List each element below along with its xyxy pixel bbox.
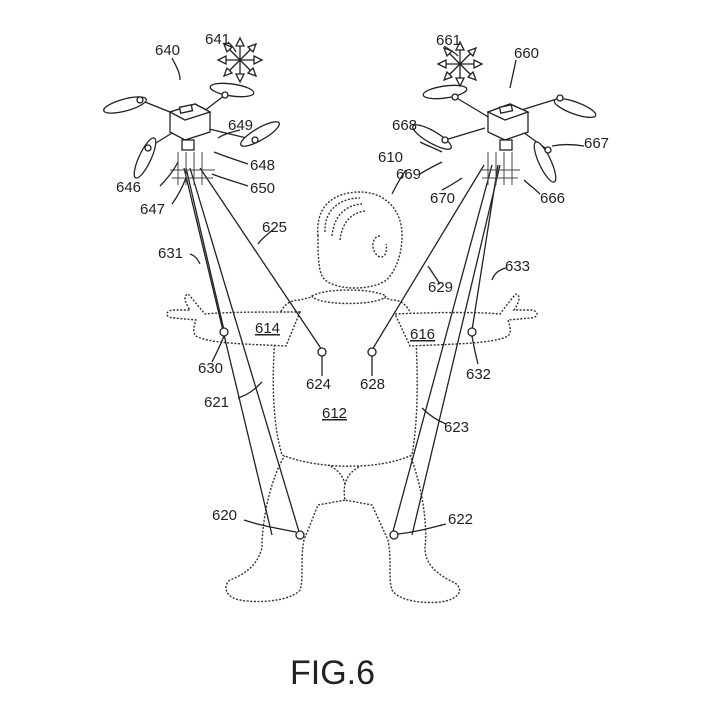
line-623 [391,164,493,536]
anchor-628 [367,347,377,357]
label-641: 641 [205,31,230,48]
anchor-points [219,327,477,540]
left-drone [103,82,280,185]
label-633: 633 [505,258,530,275]
line-631 [185,167,225,331]
label-649: 649 [228,117,253,134]
label-629: 629 [428,279,453,296]
line-621 [189,167,301,536]
label-614: 614 [255,320,280,337]
line-629 [371,164,485,351]
label-620: 620 [212,507,237,524]
left-arm [166,293,302,347]
label-668: 668 [392,117,417,134]
anchor-632 [467,327,477,337]
label-646: 646 [116,179,141,196]
label-650: 650 [250,180,275,197]
label-640: 640 [155,42,180,59]
anchor-622 [389,530,399,540]
right-arm [393,293,538,347]
figure-caption: FIG.6 [290,654,375,692]
person: 612 614 616 [166,191,538,604]
collar [311,289,387,305]
label-667: 667 [584,135,609,152]
hair [324,197,367,241]
head [317,191,403,289]
reference-labels: 640 641 649 648 650 646 647 625 631 630 … [116,31,609,528]
label-669: 669 [396,166,421,183]
line-625 [199,167,323,351]
label-628: 628 [360,376,385,393]
label-621: 621 [204,394,229,411]
anchor-620 [295,530,305,540]
label-625: 625 [262,219,287,236]
label-610: 610 [378,149,403,166]
label-660: 660 [514,45,539,62]
anchor-630 [219,327,229,337]
right-leg [343,454,461,604]
line-623b [411,164,501,536]
label-666: 666 [540,190,565,207]
ear [372,235,388,258]
label-647: 647 [140,201,165,218]
anchor-624 [317,347,327,357]
label-631: 631 [158,245,183,262]
label-616: 616 [410,326,435,343]
tether-lines [183,164,501,536]
left-leg [225,454,347,603]
label-632: 632 [466,366,491,383]
label-661: 661 [436,32,461,49]
label-612: 612 [322,405,347,422]
label-630: 630 [198,360,223,377]
line-621b [183,167,273,536]
right-drone [412,84,597,185]
compass-661 [436,40,484,88]
leader-lines [159,41,585,535]
label-623: 623 [444,419,469,436]
label-670: 670 [430,190,455,207]
label-622: 622 [448,511,473,528]
torso [272,293,418,467]
label-624: 624 [306,376,331,393]
compass-641 [216,36,264,84]
label-648: 648 [250,157,275,174]
